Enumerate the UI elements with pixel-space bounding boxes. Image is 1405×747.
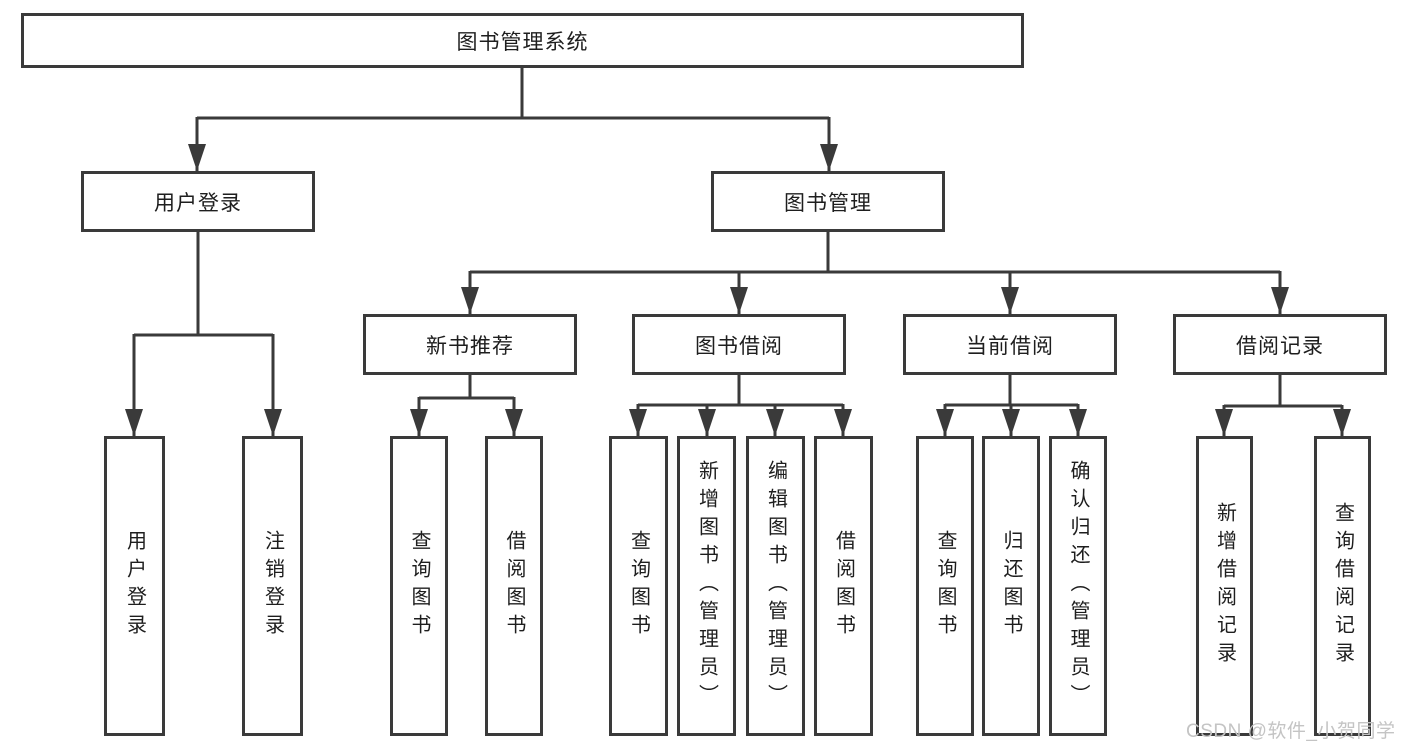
node-label: 当前借阅	[966, 334, 1054, 358]
node-label: 确认归还（管理员）	[1067, 460, 1089, 712]
node-label: 图书管理	[784, 191, 872, 215]
leaf-borrow-add-books-admin: 新增图书（管理员）	[677, 436, 736, 736]
node-label: 注销登录	[261, 530, 284, 642]
csdn-watermark: CSDN @软件_小贺同学	[1186, 721, 1396, 742]
leaf-user-login: 用户登录	[104, 436, 165, 736]
leaf-borrow-edit-books-admin: 编辑图书（管理员）	[746, 436, 805, 736]
node-label: 新书推荐	[426, 334, 514, 358]
node-root-system: 图书管理系统	[21, 13, 1024, 68]
leaf-current-confirm-return-admin: 确认归还（管理员）	[1049, 436, 1107, 736]
node-label: 图书借阅	[695, 334, 783, 358]
node-label: 用户登录	[154, 191, 242, 215]
node-label: 新增图书（管理员）	[695, 460, 718, 712]
leaf-recommend-borrow-books: 借阅图书	[485, 436, 543, 736]
node-current-borrow: 当前借阅	[903, 314, 1117, 375]
node-borrow-records: 借阅记录	[1173, 314, 1387, 375]
node-label: 用户登录	[123, 530, 146, 642]
node-label: 图书管理系统	[456, 30, 589, 54]
node-book-borrow: 图书借阅	[632, 314, 846, 375]
node-label: 借阅图书	[832, 530, 855, 642]
leaf-borrow-borrow-books: 借阅图书	[814, 436, 873, 736]
node-label: 编辑图书（管理员）	[764, 460, 787, 712]
node-label: 新增借阅记录	[1213, 502, 1236, 670]
node-label: 查询图书	[627, 530, 650, 642]
leaf-current-query-books: 查询图书	[916, 436, 974, 736]
node-label: 查询图书	[934, 530, 956, 642]
node-book-management: 图书管理	[711, 171, 945, 232]
node-label: 借阅图书	[503, 530, 525, 642]
leaf-records-query-record: 查询借阅记录	[1314, 436, 1371, 736]
leaf-records-add-record: 新增借阅记录	[1196, 436, 1253, 736]
leaf-current-return-books: 归还图书	[982, 436, 1040, 736]
node-label: 查询借阅记录	[1331, 502, 1354, 670]
leaf-recommend-query-books: 查询图书	[390, 436, 448, 736]
node-label: 归还图书	[1000, 530, 1022, 642]
node-new-book-recommend: 新书推荐	[363, 314, 577, 375]
node-label: 借阅记录	[1236, 334, 1324, 358]
node-label: 查询图书	[408, 530, 430, 642]
leaf-borrow-query-books: 查询图书	[609, 436, 668, 736]
node-user-login: 用户登录	[81, 171, 315, 232]
leaf-logout: 注销登录	[242, 436, 303, 736]
